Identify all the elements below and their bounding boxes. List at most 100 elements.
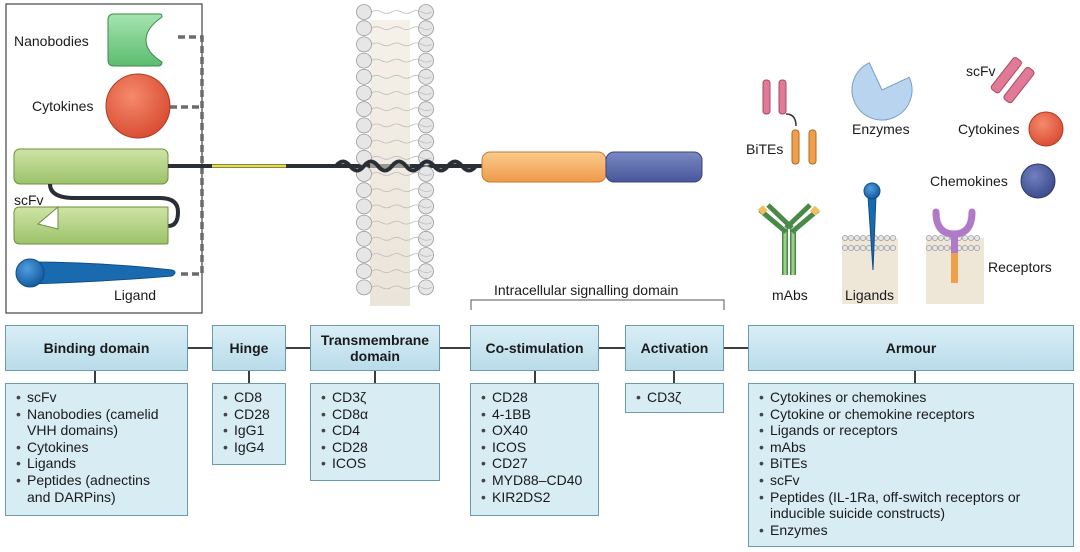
transmembrane-helix (334, 159, 478, 173)
lipid-head (974, 245, 980, 251)
list-item: CD28 (321, 439, 433, 456)
receptor-icon (932, 208, 976, 238)
lipid-head (878, 235, 884, 241)
lipid-head (356, 133, 372, 150)
list-item: Cytokines (16, 439, 181, 456)
list-item: mAbs (759, 439, 1067, 456)
list-item: IgG1 (223, 422, 279, 439)
lipid-tail (371, 74, 432, 79)
lipid-head (418, 182, 434, 199)
lipid-head (854, 235, 860, 241)
lipid-tail (371, 220, 432, 225)
enzyme-icon (851, 62, 913, 121)
lipid-head (854, 245, 860, 251)
scfv-lower-icon (13, 205, 169, 245)
label-intracellular: Intracellular signalling domain (494, 282, 678, 298)
lipid-head (932, 245, 938, 251)
header-activation: Activation (625, 325, 724, 371)
label-scfv: scFv (14, 192, 44, 208)
lipid-tail (371, 42, 432, 47)
lipid-head (974, 235, 980, 241)
connector-line (724, 347, 748, 349)
bite-icon (762, 79, 817, 165)
lipid-head (884, 235, 890, 241)
lipid-head (418, 214, 434, 231)
list-item: Cytokines or chemokines (759, 389, 1067, 406)
lipid-head (932, 235, 938, 241)
lipid-head (418, 20, 434, 37)
list-item: CD28 (481, 389, 592, 406)
lipid-head (938, 245, 944, 251)
mab-icon (757, 203, 820, 275)
membrane-lipids (356, 4, 434, 296)
lipid-tail (371, 26, 432, 31)
lipid-head (418, 263, 434, 280)
list-item: CD28 (223, 406, 279, 423)
lipid-head (418, 85, 434, 101)
lipid-head (926, 235, 932, 241)
connector-line (94, 371, 96, 383)
list-armour: Cytokines or chemokines Cytokine or chem… (748, 383, 1074, 547)
lipid-tail (371, 10, 432, 14)
label-cytokines: Cytokines (32, 98, 93, 114)
scfv-linker (48, 183, 181, 228)
list-item: Cytokine or chemokine receptors (759, 406, 1067, 423)
lipid-tail (371, 91, 432, 95)
scfv-upper-icon (13, 148, 169, 185)
lipid-head (418, 68, 434, 85)
lipid-head (968, 245, 974, 251)
list-item: and DARPins) (27, 488, 116, 505)
lipid-tail (371, 123, 432, 128)
list-activation: CD3ζ (625, 383, 724, 413)
chemokine-icon (1020, 163, 1056, 199)
list-item: MYD88–CD40 (481, 472, 592, 489)
lipid-head (418, 198, 434, 215)
connector-line (374, 371, 376, 383)
list-item: inducible suicide constructs) (770, 505, 946, 522)
list-item: Enzymes (759, 522, 1067, 539)
connector-line (286, 347, 310, 349)
connector-line (534, 371, 536, 383)
lipid-head (860, 245, 866, 251)
list-item: CD8α (321, 406, 433, 423)
list-item: Ligands (16, 455, 181, 472)
lipid-head (356, 214, 372, 231)
lipid-head (356, 36, 372, 53)
list-item: 4-1BB (481, 406, 592, 423)
lipid-head (938, 235, 944, 241)
list-transmembrane: CD3ζ CD8α CD4 CD28 ICOS (310, 383, 440, 481)
header-binding-domain: Binding domain (5, 325, 188, 371)
lipid-head (418, 166, 434, 182)
lipid-head (866, 245, 872, 251)
lipid-head (418, 52, 434, 69)
lipid-head (418, 133, 434, 150)
ligand-icon (29, 261, 176, 285)
header-hinge: Hinge (212, 325, 286, 371)
nanobody-icon (107, 13, 163, 67)
list-item: Peptides (adnectins (16, 472, 181, 489)
dashed-connector (170, 35, 212, 276)
label-chemokines: Chemokines (930, 173, 1008, 189)
label-enzymes: Enzymes (852, 121, 910, 137)
lipid-head (356, 263, 372, 280)
lipid-head (848, 245, 854, 251)
label-mabs: mAbs (772, 287, 808, 303)
lipid-head (356, 117, 372, 134)
lipid-head (878, 245, 884, 251)
list-item: CD3ζ (321, 389, 433, 406)
connector-line (599, 347, 625, 349)
lipid-head (356, 101, 372, 118)
lipid-head (884, 245, 890, 251)
lipid-tail (371, 204, 432, 209)
lipid-tail (371, 236, 432, 241)
header-co-stimulation: Co-stimulation (470, 325, 599, 371)
activation-domain-icon (605, 151, 703, 183)
label-ligands: Ligands (845, 287, 894, 303)
list-item: OX40 (481, 422, 592, 439)
label-nanobodies: Nanobodies (14, 33, 89, 49)
lipid-tail (371, 253, 432, 257)
connector-line (914, 371, 916, 383)
list-item: scFv (759, 472, 1067, 489)
lipid-head (356, 85, 372, 101)
lipid-head (890, 245, 896, 251)
